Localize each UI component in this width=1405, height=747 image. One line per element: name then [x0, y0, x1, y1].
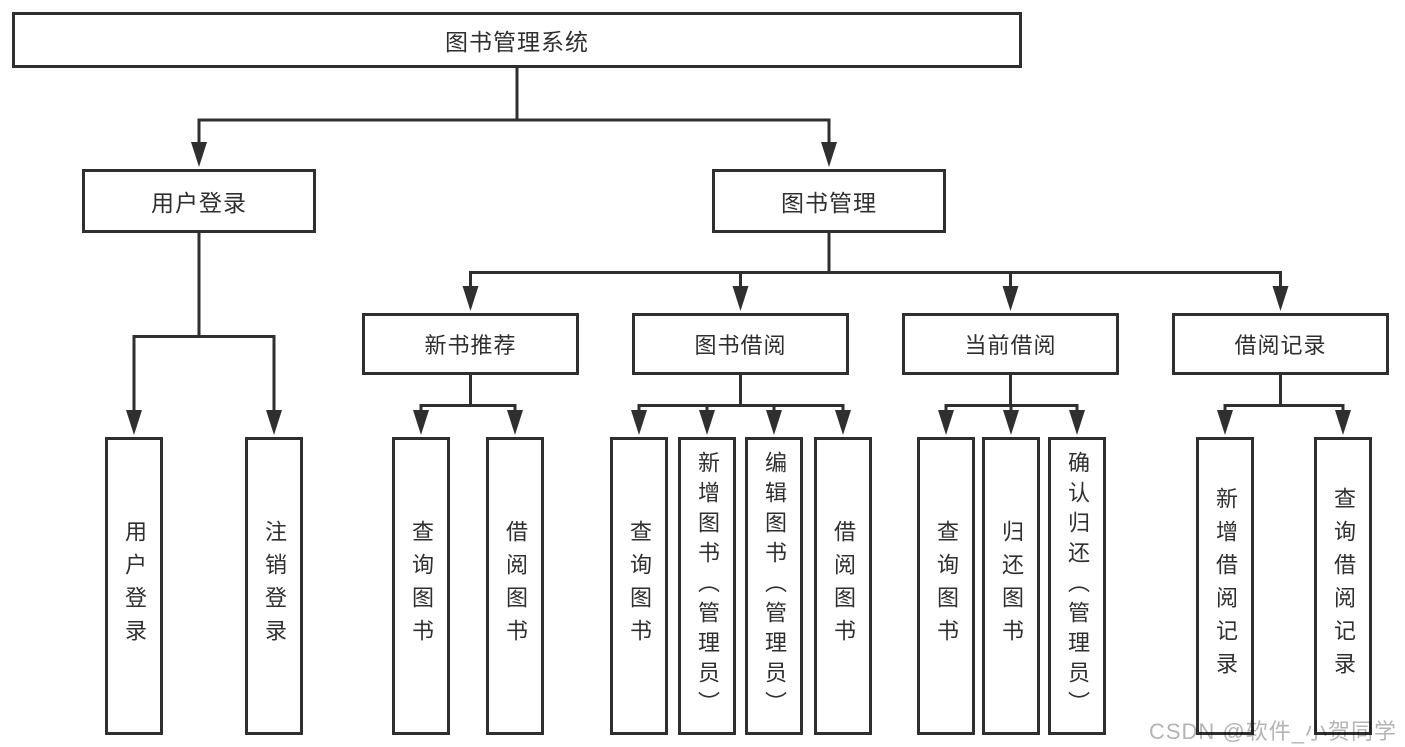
leaf-query-borrow-record: 查询借阅记录 [1314, 437, 1372, 735]
node-label: 图书管理 [781, 190, 877, 216]
arrowhead [631, 410, 647, 435]
leaf-return-books: 归还图书 [982, 437, 1040, 735]
node-label: 借阅记录 [1234, 333, 1327, 358]
connector-root-to-level2 [197, 67, 831, 146]
arrowhead [1069, 410, 1085, 435]
node-book-borrow: 图书借阅 [632, 313, 849, 375]
node-library-management-system: 图书管理系统 [12, 12, 1022, 68]
node-label: 当前借阅 [964, 333, 1057, 358]
arrowhead [1335, 410, 1351, 435]
leaf-label: 查询借阅记录 [1331, 487, 1356, 685]
arrowhead [413, 410, 429, 435]
arrowhead [507, 410, 523, 435]
leaf-label: 注销登录 [262, 520, 287, 652]
node-borrow-record: 借阅记录 [1172, 313, 1389, 375]
connector-bookmgmt-to-level3 [469, 232, 1282, 292]
leaf-user-login: 用户登录 [105, 437, 163, 735]
node-current-borrow: 当前借阅 [902, 313, 1119, 375]
node-user-login: 用户登录 [82, 169, 316, 233]
node-new-book-recommend: 新书推荐 [362, 313, 579, 375]
node-label: 图书借阅 [694, 333, 787, 358]
node-label: 新书推荐 [424, 333, 517, 358]
leaf-label: 新增借阅记录 [1213, 487, 1238, 685]
leaf-label: 查询图书 [934, 520, 959, 652]
leaf-label: 借阅图书 [831, 520, 856, 652]
arrowhead [1217, 410, 1233, 435]
node-book-management: 图书管理 [712, 169, 946, 233]
leaf-borrow-books: 借阅图书 [814, 437, 872, 735]
leaf-label: 用户登录 [122, 520, 147, 652]
arrowhead [1272, 286, 1289, 311]
leaf-label: 归还图书 [999, 520, 1024, 652]
leaf-label: 确认归还（管理员） [1065, 451, 1090, 721]
leaf-confirm-return-admin: 确认归还（管理员） [1048, 437, 1106, 735]
arrowhead [938, 410, 954, 435]
leaf-label: 查询图书 [409, 520, 434, 652]
leaf-query-books-recommend: 查询图书 [392, 437, 450, 735]
leaf-label: 编辑图书（管理员） [762, 451, 787, 721]
leaf-borrow-books-recommend: 借阅图书 [486, 437, 544, 735]
node-label: 用户登录 [151, 190, 247, 216]
csdn-watermark: CSDN @软件_小贺同学 [1148, 719, 1397, 744]
leaf-add-books-admin: 新增图书（管理员） [678, 437, 736, 735]
leaf-label: 借阅图书 [503, 520, 528, 652]
arrowhead [126, 410, 142, 435]
arrowhead [821, 142, 837, 167]
arrowhead [462, 286, 479, 311]
connector-current-to-leaves [944, 374, 1079, 416]
arrowhead [266, 410, 282, 435]
connector-newbook-to-leaves [419, 374, 517, 416]
leaf-logout: 注销登录 [245, 437, 303, 735]
leaf-query-books-current: 查询图书 [917, 437, 975, 735]
arrowhead [766, 410, 782, 435]
connector-userlogin-to-leaves [132, 232, 276, 414]
arrowhead [1002, 286, 1019, 311]
leaf-query-books-borrow: 查询图书 [610, 437, 668, 735]
arrowhead [732, 286, 749, 311]
arrowhead [835, 410, 851, 435]
node-label: 图书管理系统 [445, 29, 589, 55]
arrowhead [191, 142, 207, 167]
leaf-label: 查询图书 [627, 520, 652, 652]
arrowhead [1003, 410, 1019, 435]
leaf-label: 新增图书（管理员） [695, 451, 720, 721]
leaf-add-borrow-record: 新增借阅记录 [1196, 437, 1254, 735]
arrowhead [699, 410, 715, 435]
connector-record-to-leaves [1223, 374, 1345, 416]
connector-borrow-to-leaves [637, 374, 845, 416]
leaf-edit-books-admin: 编辑图书（管理员） [745, 437, 803, 735]
